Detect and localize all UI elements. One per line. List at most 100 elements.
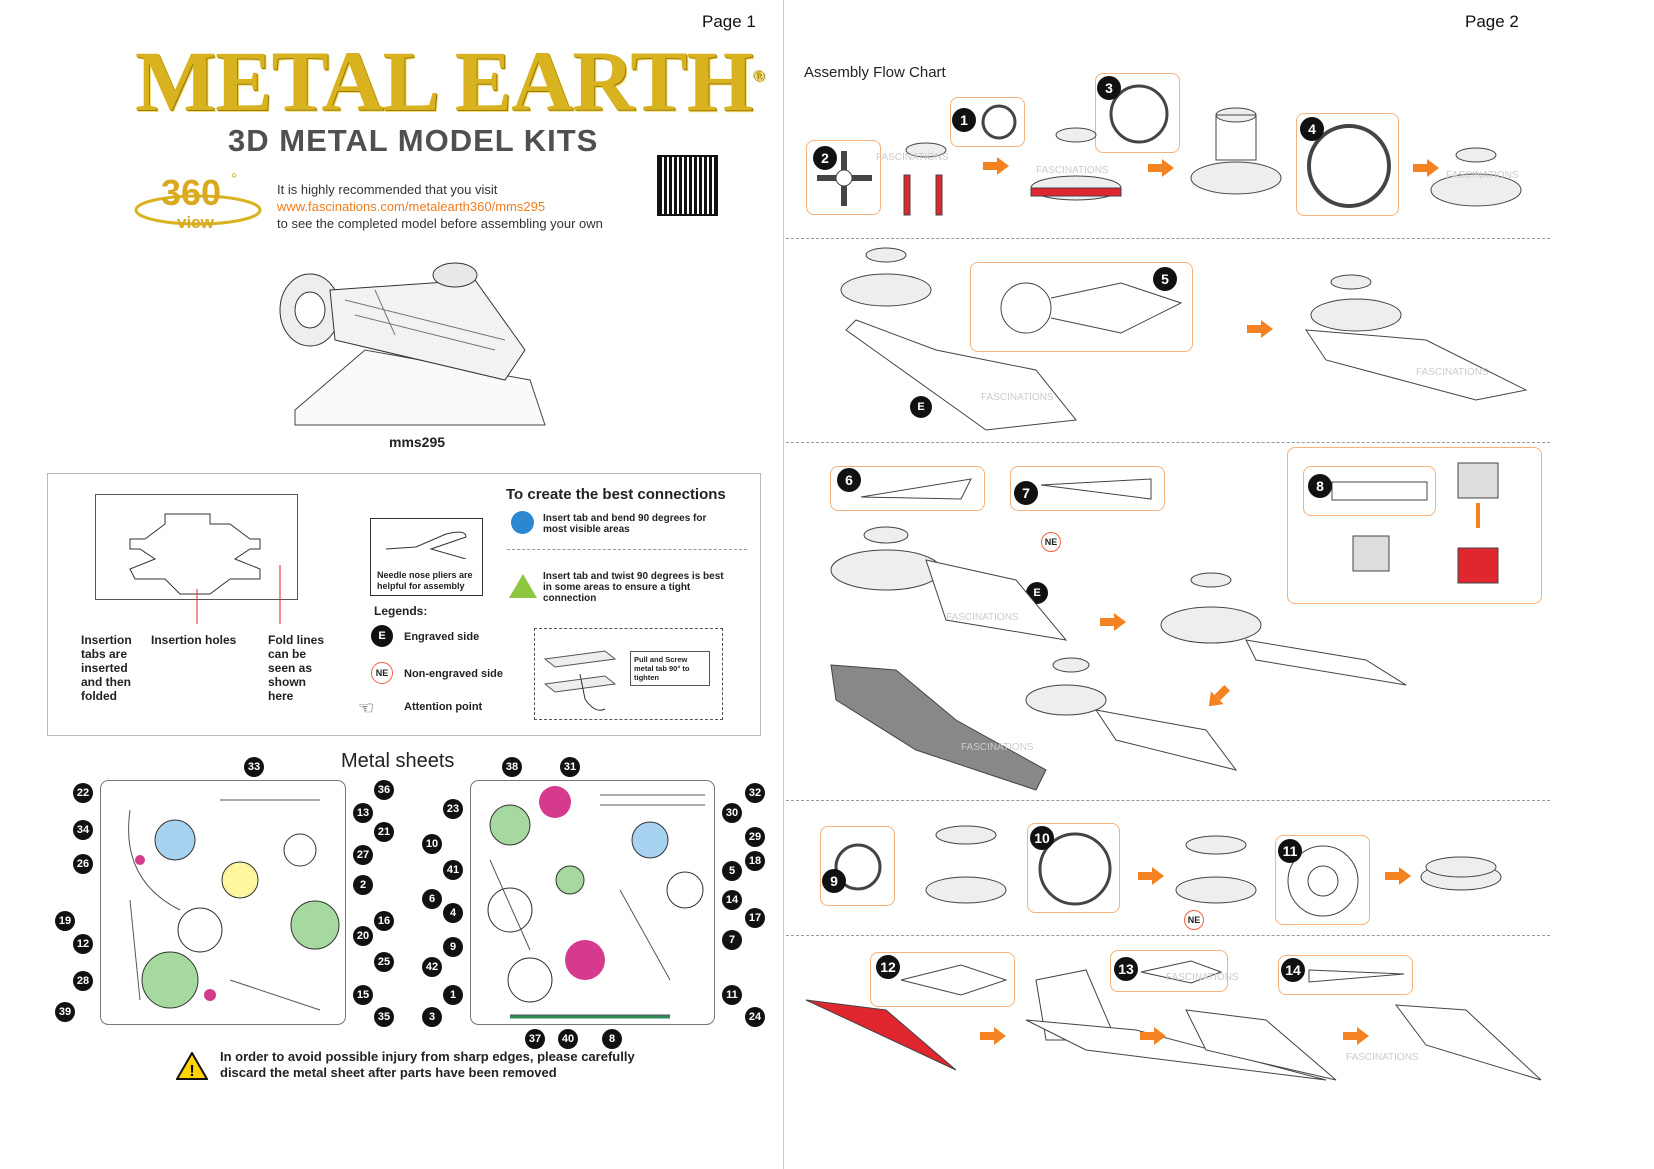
part-number: 16 xyxy=(374,911,394,931)
blue-dot-icon xyxy=(511,511,534,534)
metal-sheet-2 xyxy=(470,780,715,1025)
svg-text:FASCINATIONS: FASCINATIONS xyxy=(1036,165,1109,176)
divider xyxy=(507,549,747,550)
part-number: 5 xyxy=(722,861,742,881)
step-number: 11 xyxy=(1278,839,1302,863)
flow-arrow xyxy=(1343,1027,1369,1045)
step-number: 13 xyxy=(1114,957,1138,981)
spike-part-icon xyxy=(1308,969,1405,983)
part-number: 11 xyxy=(722,985,742,1005)
tab-diagram xyxy=(95,494,298,624)
svg-text:FASCINATIONS: FASCINATIONS xyxy=(1166,972,1239,983)
section-divider xyxy=(786,800,1550,801)
assembly-drawings: FASCINATIONS FASCINATIONS FASCINATIONS FAS… xyxy=(805,107,1542,1081)
part-number: 29 xyxy=(745,827,765,847)
part-number: 12 xyxy=(73,934,93,954)
part-number: 38 xyxy=(502,757,522,777)
svg-text:FASCINATIONS: FASCINATIONS xyxy=(1446,170,1519,181)
metal-sheet-1 xyxy=(100,780,346,1025)
step-number: 2 xyxy=(813,146,837,170)
flow-arrow xyxy=(1140,1027,1166,1045)
attention-point-hand-icon: ☜ xyxy=(358,698,375,718)
pliers-box: Needle nose pliers are helpful for assem… xyxy=(370,518,483,596)
part-number: 22 xyxy=(73,783,93,803)
part-number: 35 xyxy=(374,1007,394,1027)
part-number: 24 xyxy=(745,1007,765,1027)
section-divider xyxy=(786,935,1550,936)
part-number: 32 xyxy=(745,783,765,803)
warning-icon: ! xyxy=(176,1052,208,1080)
engraved-marker: E xyxy=(910,396,932,418)
non-engraved-marker: NE xyxy=(1041,532,1061,552)
part-number: 7 xyxy=(722,930,742,950)
octagon-tower-icon xyxy=(1352,535,1390,572)
warning-text: In order to avoid possible injury from s… xyxy=(220,1049,635,1080)
svg-text:FASCINATIONS: FASCINATIONS xyxy=(1416,367,1489,378)
part-number: 8 xyxy=(602,1029,622,1049)
flow-arrow xyxy=(1413,159,1439,177)
model-illustration xyxy=(279,262,546,426)
metal-earth-logo: METAL EARTH® xyxy=(135,33,764,129)
model-url-link[interactable]: www.fascinations.com/metalearth360/mms29… xyxy=(277,199,546,214)
ring-part-icon xyxy=(1307,124,1391,208)
section-divider xyxy=(786,238,1550,239)
part-number: 9 xyxy=(443,937,463,957)
step-number: 1 xyxy=(952,108,976,132)
part-number: 28 xyxy=(73,971,93,991)
non-engraved-marker: NE xyxy=(1184,910,1204,930)
part-number: 27 xyxy=(353,845,373,865)
metal-sheets-title: Metal sheets xyxy=(341,750,455,772)
engraved-side-icon: E xyxy=(371,625,393,647)
flow-arrow xyxy=(1138,867,1164,885)
part-number: 34 xyxy=(73,820,93,840)
part-number: 31 xyxy=(560,757,580,777)
screw-tab-illustration xyxy=(543,650,617,711)
step-number: 7 xyxy=(1014,481,1038,505)
page-number-2: Page 2 xyxy=(1465,12,1519,31)
watermark: FASCINATIONS xyxy=(876,152,949,163)
part-number: 30 xyxy=(722,803,742,823)
flow-arrow xyxy=(980,1027,1006,1045)
page-divider xyxy=(783,0,784,1169)
part-number: 1 xyxy=(443,985,463,1005)
svg-text:FASCINATIONS: FASCINATIONS xyxy=(946,612,1019,623)
wing-part-icon xyxy=(1040,478,1152,500)
part-number: 17 xyxy=(745,908,765,928)
svg-text:FASCINATIONS: FASCINATIONS xyxy=(981,392,1054,403)
step-number: 4 xyxy=(1300,117,1324,141)
step-number: 14 xyxy=(1281,958,1305,982)
plate-part-icon xyxy=(900,964,1008,996)
part-number: 3 xyxy=(422,1007,442,1027)
part-number: 2 xyxy=(353,875,373,895)
flow-arrow xyxy=(1148,159,1174,177)
part-number: 15 xyxy=(353,985,373,1005)
ring-part-icon xyxy=(1038,832,1112,906)
flow-arrow xyxy=(1100,613,1126,631)
step-number: 6 xyxy=(837,468,861,492)
ring-part-icon xyxy=(834,843,882,891)
legends-title: Legends: xyxy=(374,604,428,618)
pliers-icon xyxy=(385,531,467,560)
step-number: 3 xyxy=(1097,76,1121,100)
label-insertion-tabs: Insertion tabs are inserted and then fol… xyxy=(81,633,132,703)
qr-code[interactable] xyxy=(657,155,718,216)
step-8-box xyxy=(1287,447,1542,604)
360-view-badge: 360 ° view xyxy=(133,172,263,234)
part-number: 19 xyxy=(55,911,75,931)
octagon-tower-icon xyxy=(1457,462,1499,584)
ring-part-icon xyxy=(981,104,1017,140)
step-number: 12 xyxy=(876,955,900,979)
svg-text:FASCINATIONS: FASCINATIONS xyxy=(961,742,1034,753)
part-number: 14 xyxy=(722,890,742,910)
part-number: 23 xyxy=(443,799,463,819)
plate-part-icon xyxy=(1140,960,1223,984)
ring-part-icon xyxy=(1109,84,1169,144)
part-number: 4 xyxy=(443,903,463,923)
step-number: 10 xyxy=(1030,826,1054,850)
part-number: 39 xyxy=(55,1002,75,1022)
svg-text:FASCINATIONS: FASCINATIONS xyxy=(1346,1052,1419,1063)
flow-arrow xyxy=(983,157,1009,175)
disc-part-icon xyxy=(1287,845,1359,917)
part-number: 41 xyxy=(443,860,463,880)
part-number: 37 xyxy=(525,1029,545,1049)
